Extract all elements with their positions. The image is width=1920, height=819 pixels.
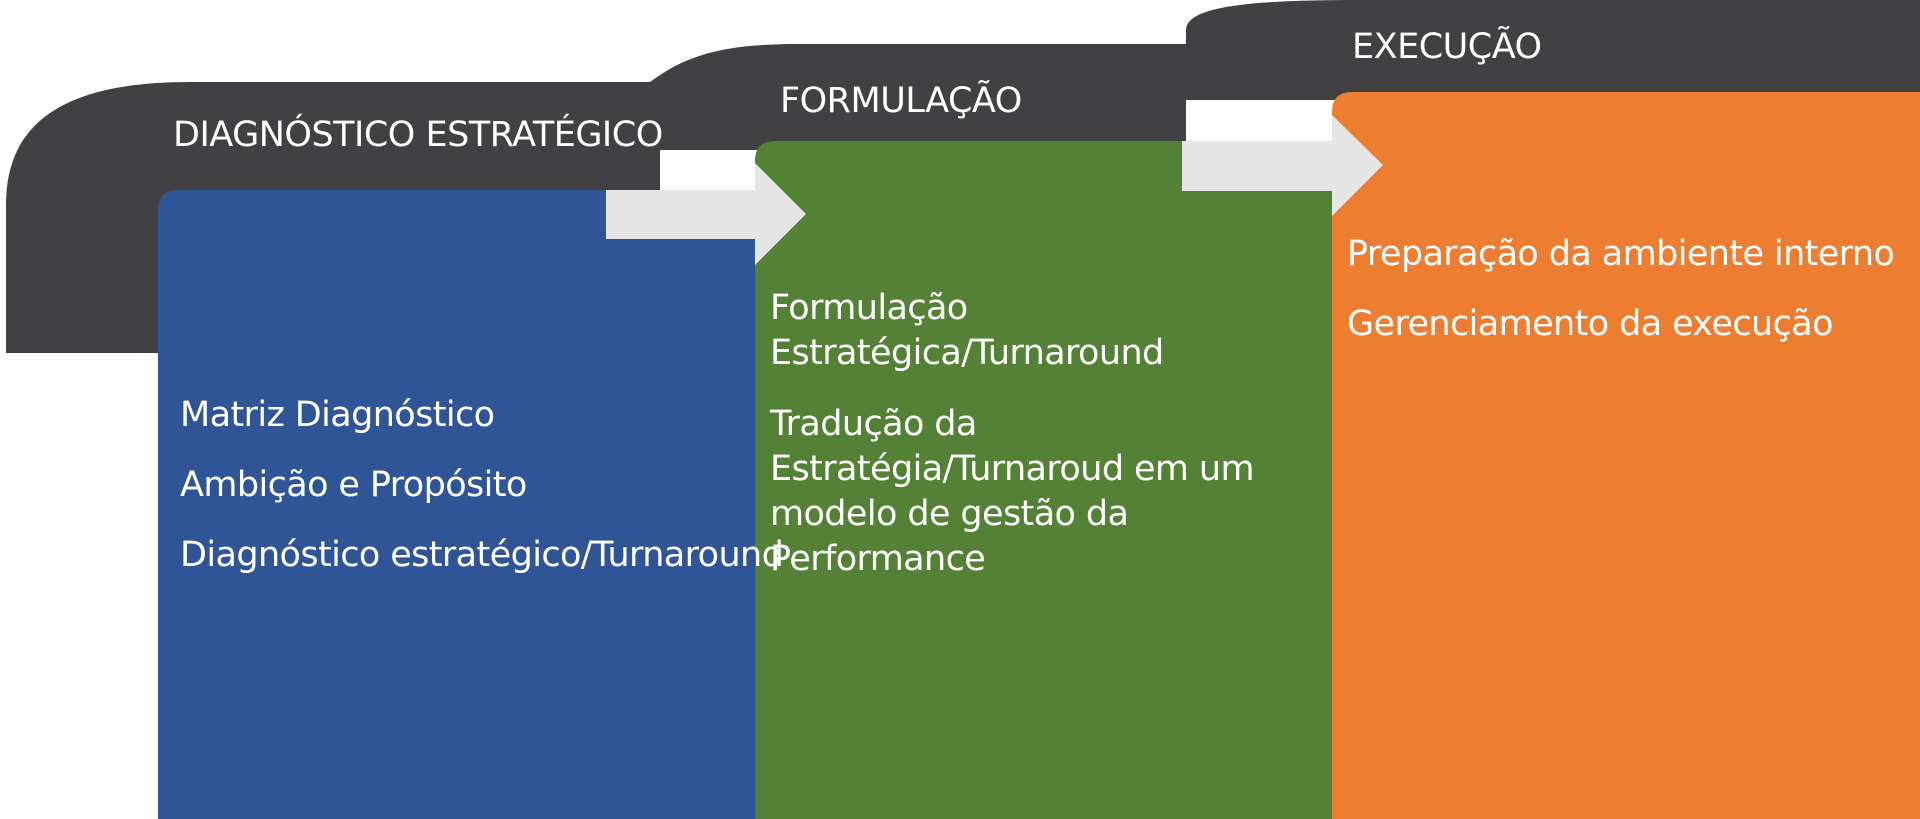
diagnostico-item: Ambição e Propósito: [180, 465, 527, 505]
arrow-diagnostico-to-formulacao: [606, 163, 806, 265]
formulacao-item: Formulação Estratégica/Turnaround: [770, 288, 1164, 373]
stage-title-formulacao: FORMULAÇÃO: [780, 81, 1022, 121]
execucao-header-band: [1186, 0, 1920, 100]
formulacao-header-band: [650, 44, 1186, 150]
execucao-item: Preparação da ambiente interno: [1347, 234, 1895, 274]
diagnostico-panel: [158, 190, 755, 819]
formulacao-item: Tradução da Estratégia/Turnaroud em um m…: [770, 404, 1255, 579]
formulacao-panel: [755, 141, 1332, 819]
execucao-item: Gerenciamento da execução: [1347, 304, 1833, 344]
stage-title-execucao: EXECUÇÃO: [1352, 27, 1542, 67]
arrow-formulacao-to-execucao: [1182, 115, 1383, 216]
diagnostico-item: Matriz Diagnóstico: [180, 395, 495, 435]
stage-title-diagnostico: DIAGNÓSTICO ESTRATÉGICO: [173, 115, 663, 155]
execucao-panel: [1332, 92, 1920, 819]
diagnostico-item: Diagnóstico estratégico/Turnaround: [180, 535, 784, 575]
